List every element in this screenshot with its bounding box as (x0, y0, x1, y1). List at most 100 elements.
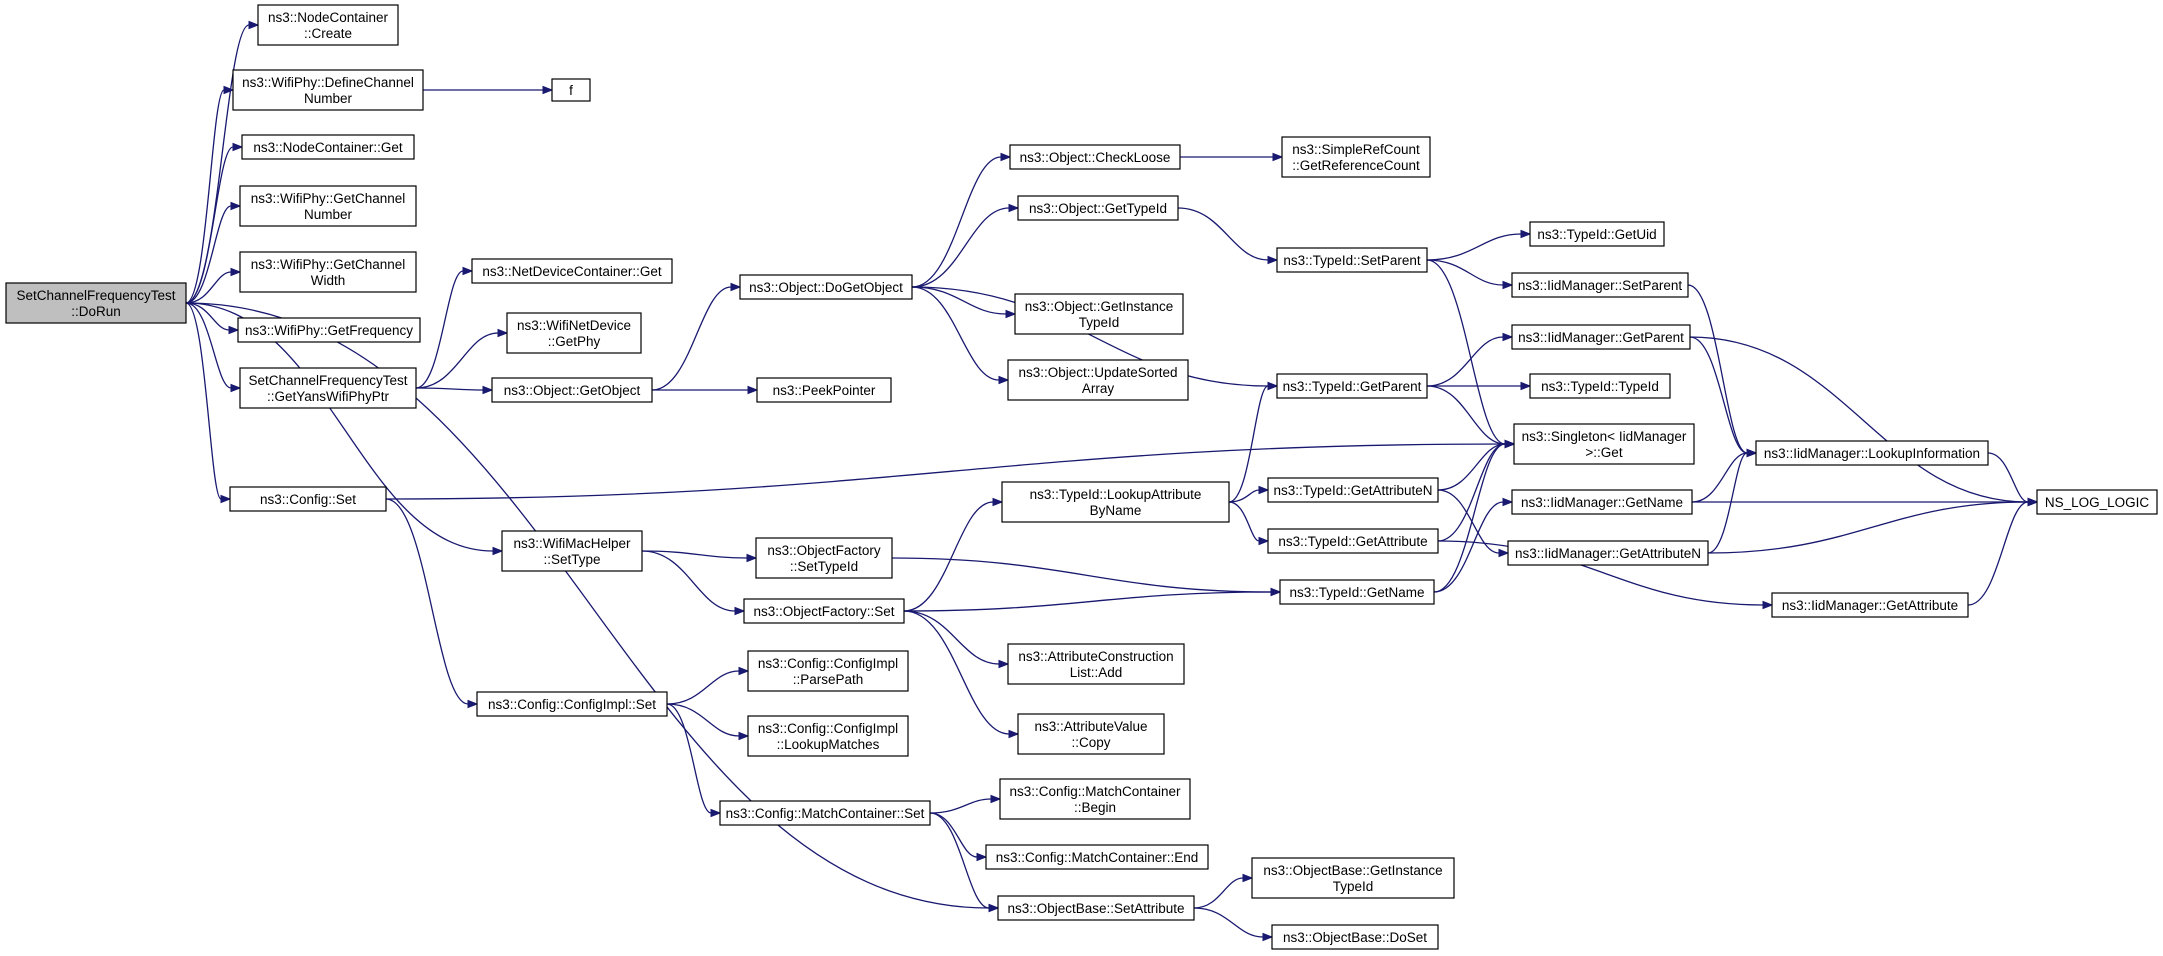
node-box (1511, 272, 1689, 298)
node-dogetobject[interactable]: ns3::Object::DoGetObject (739, 274, 913, 300)
node-nc-create[interactable]: ns3::NodeContainer::Create (257, 4, 399, 46)
node-cfg-set[interactable]: ns3::Config::Set (229, 486, 387, 512)
node-mc-end[interactable]: ns3::Config::MatchContainer::End (985, 844, 1209, 870)
edge-ob_setattr-to-ob_getinstance (1193, 873, 1254, 909)
edge-tid_getparent-to-tid_typeid (1427, 381, 1532, 391)
node-ob-doset[interactable]: ns3::ObjectBase::DoSet (1271, 924, 1439, 950)
arrowhead (1258, 485, 1270, 495)
node-singleton[interactable]: ns3::Singleton< IidManager >::Get (1513, 423, 1695, 465)
node-box (755, 537, 893, 579)
edge-obj_getobject-to-peek (652, 385, 759, 395)
node-label: TypeId (1079, 315, 1120, 330)
node-box (232, 69, 424, 111)
function-nodes: SetChannelFrequencyTest::DoRun ns3::NodeC… (5, 4, 2158, 950)
node-label: ::LookupMatches (777, 737, 880, 752)
node-of-set[interactable]: ns3::ObjectFactory::Set (743, 598, 905, 624)
arrowhead (1005, 309, 1017, 319)
node-parsepath[interactable]: ns3::Config::ConfigImpl::ParsePath (747, 650, 909, 692)
node-box (237, 317, 421, 343)
node-tid-getname[interactable]: ns3::TypeId::GetName (1279, 579, 1435, 605)
edge-iid_getname-to-nslog (1692, 497, 2039, 507)
node-wnd-getphy[interactable]: ns3::WifiNetDevice::GetPhy (506, 312, 642, 354)
edge-root-to-wp_getfreq (185, 302, 240, 335)
edge-iid_getparent-to-iid_lookup (1689, 336, 1758, 458)
node-label: ::SetTypeId (790, 559, 858, 574)
node-box (1529, 373, 1671, 399)
arrowhead (992, 497, 1004, 507)
node-tid-getparent[interactable]: ns3::TypeId::GetParent (1276, 373, 1428, 399)
edge-mc_set-to-mc_begin (929, 794, 1002, 814)
node-root[interactable]: SetChannelFrequencyTest::DoRun (5, 282, 187, 324)
node-iid-getparent[interactable]: ns3::IidManager::GetParent (1511, 324, 1691, 350)
node-iid-lookup[interactable]: ns3::IidManager::LookupInformation (1755, 440, 1989, 466)
node-mc-set[interactable]: ns3::Config::MatchContainer::Set (719, 800, 931, 826)
edge-tid_getattr-to-singleton (1437, 439, 1516, 542)
node-tid-getattr[interactable]: ns3::TypeId::GetAttribute (1267, 528, 1439, 554)
node-label: ns3::Config::ConfigImpl (758, 721, 898, 736)
edge-dogetobject-to-obj_getinstance (911, 286, 1017, 319)
node-box (719, 800, 931, 826)
node-box (1276, 247, 1428, 273)
arrowhead (1008, 203, 1020, 213)
node-f[interactable]: f (551, 78, 591, 102)
node-mc-begin[interactable]: ns3::Config::MatchContainer::Begin (999, 778, 1191, 820)
node-wp-getfreq[interactable]: ns3::WifiPhy::GetFrequency (237, 317, 421, 343)
node-label: ns3::Object::DoGetObject (749, 280, 903, 295)
node-label: ns3::ObjectFactory (767, 543, 881, 558)
node-label: ns3::Config::ConfigImpl (758, 656, 898, 671)
node-tid-setparent[interactable]: ns3::TypeId::SetParent (1276, 247, 1428, 273)
node-label: ns3::AttributeValue (1034, 719, 1147, 734)
edge-tid_getattrn-to-iid_getattrn (1437, 489, 1510, 558)
node-yans[interactable]: SetChannelFrequencyTest::GetYansWifiPhyP… (239, 367, 417, 409)
node-label: ::GetPhy (548, 334, 601, 349)
node-ndc-get[interactable]: ns3::NetDeviceContainer::Get (471, 258, 673, 284)
node-av-copy[interactable]: ns3::AttributeValue::Copy (1017, 713, 1165, 755)
node-macset[interactable]: ns3::WifiMacHelper::SetType (501, 530, 643, 572)
node-cimpl-set[interactable]: ns3::Config::ConfigImpl::Set (476, 691, 668, 717)
node-box (1511, 324, 1691, 350)
arrowhead (1000, 152, 1012, 162)
node-lookupmatches[interactable]: ns3::Config::ConfigImpl::LookupMatches (747, 715, 909, 757)
edge-tid_getattr-to-iid_getattr (1437, 540, 1774, 610)
node-box (5, 282, 187, 324)
node-iid-getattr[interactable]: ns3::IidManager::GetAttribute (1771, 592, 1969, 618)
node-of-settypeid[interactable]: ns3::ObjectFactory::SetTypeId (755, 537, 893, 579)
node-tid-getattrn[interactable]: ns3::TypeId::GetAttributeN (1267, 477, 1439, 503)
node-label: ns3::ObjectBase::GetInstance (1263, 863, 1442, 878)
node-box (1267, 477, 1439, 503)
node-box (1276, 373, 1428, 399)
node-label: ::Begin (1074, 800, 1116, 815)
node-iid-setparent[interactable]: ns3::IidManager::SetParent (1511, 272, 1689, 298)
node-iid-getattrn[interactable]: ns3::IidManager::GetAttributeN (1507, 540, 1709, 566)
node-iid-getname[interactable]: ns3::IidManager::GetName (1511, 489, 1693, 515)
node-label: ns3::NodeContainer (268, 10, 389, 25)
edge-tid_getparent-to-iid_getparent (1426, 332, 1514, 387)
node-checkloose[interactable]: ns3::Object::CheckLoose (1009, 144, 1181, 170)
node-obj-gettypeid[interactable]: ns3::Object::GetTypeId (1017, 195, 1179, 221)
edge-iid_getattr-to-nslog (1967, 497, 2039, 606)
node-nslog[interactable]: NS_LOG_LOGIC (2036, 489, 2158, 515)
node-tid-getuid[interactable]: ns3::TypeId::GetUid (1529, 221, 1665, 247)
node-box (747, 650, 909, 692)
node-nc-get[interactable]: ns3::NodeContainer::Get (241, 134, 415, 160)
edge-iid_lookup-to-nslog (1987, 452, 2039, 507)
node-ob-setattr[interactable]: ns3::ObjectBase::SetAttribute (997, 895, 1195, 921)
node-peek[interactable]: ns3::PeekPointer (756, 377, 892, 403)
node-box (756, 377, 892, 403)
node-label: f (569, 83, 573, 98)
node-refcount[interactable]: ns3::SimpleRefCount::GetReferenceCount (1281, 136, 1431, 178)
node-box (1017, 713, 1165, 755)
node-tid-typeid[interactable]: ns3::TypeId::TypeId (1529, 373, 1671, 399)
edge-tid_getattrn-to-singleton (1437, 439, 1516, 491)
node-obj-getobject[interactable]: ns3::Object::GetObject (491, 377, 653, 403)
node-box (1267, 528, 1439, 554)
